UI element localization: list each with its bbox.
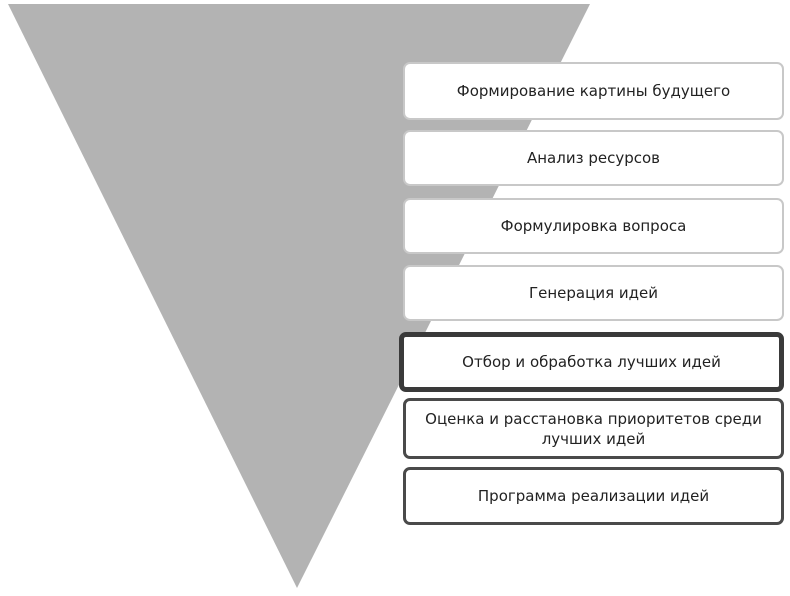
stage-4-label: Генерация идей [529,284,658,302]
stage-6-label: Оценка и расстановка приоритетов среди л… [425,409,762,448]
stage-7-box: Программа реализации идей [403,467,784,525]
stage-4-box: Генерация идей [403,265,784,321]
stage-5-box: Отбор и обработка лучших идей [399,332,784,392]
stage-1-box: Формирование картины будущего [403,62,784,120]
stage-1-label: Формирование картины будущего [456,82,731,100]
stage-5-label: Отбор и обработка лучших идей [462,353,721,371]
stage-2-box: Анализ ресурсов [403,130,784,186]
stage-3-label: Формулировка вопроса [500,217,687,235]
stage-2-label: Анализ ресурсов [526,149,660,167]
stage-7-label: Программа реализации идей [477,487,710,505]
stage-6-box: Оценка и расстановка приоритетов среди л… [403,398,784,459]
stage-3-box: Формулировка вопроса [403,198,784,254]
